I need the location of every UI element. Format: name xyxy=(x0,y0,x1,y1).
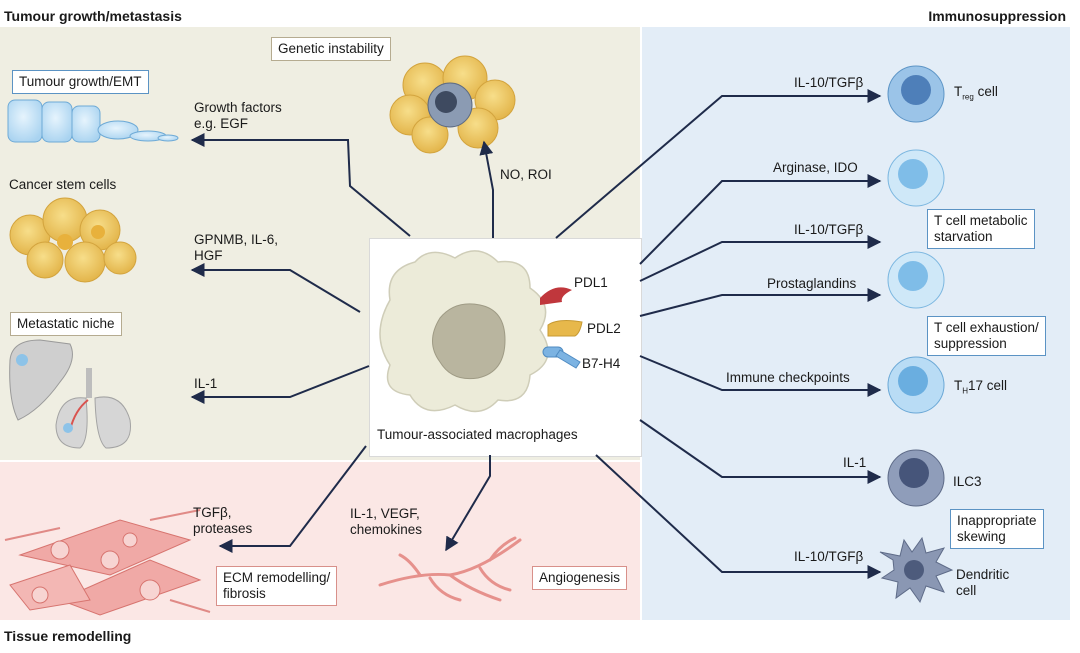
signal-checkpoints: Immune checkpoints xyxy=(726,370,850,385)
th17-cell xyxy=(887,356,945,414)
arrow-checkpoints xyxy=(639,355,882,397)
blood-vessels xyxy=(378,536,522,602)
ecm-box: ECM remodelling/fibrosis xyxy=(216,566,338,606)
dendritic-cell xyxy=(879,536,954,604)
tumour-growth-emt-box: Tumour growth/EMT xyxy=(12,70,149,94)
ilc3-label: ILC3 xyxy=(953,474,982,489)
macrophage-cell xyxy=(379,250,583,413)
il1-vegf-label: IL-1, VEGF,chemokines xyxy=(350,506,423,537)
arrow-dendritic xyxy=(595,454,882,579)
cancer-stem-cells xyxy=(9,197,137,283)
marker-pdl2: PDL2 xyxy=(587,321,621,336)
signal-il10-1: IL-10/TGFβ xyxy=(794,75,864,90)
gpnmb-label: GPNMB, IL-6,HGF xyxy=(194,232,279,263)
signal-prostaglandins: Prostaglandins xyxy=(767,276,857,291)
arrow-il1-right xyxy=(639,419,882,484)
fibroblast-cells xyxy=(4,509,211,616)
arrow-tgfb xyxy=(218,445,367,553)
marker-pdl1: PDL1 xyxy=(574,275,608,290)
metastatic-niche-box: Metastatic niche xyxy=(10,312,122,336)
marker-b7h4: B7-H4 xyxy=(582,356,621,371)
arrow-no-roi xyxy=(479,140,494,238)
signal-arginase: Arginase, IDO xyxy=(773,160,858,175)
section-title-tumour: Tumour growth/metastasis xyxy=(4,8,182,24)
signal-il1-right: IL-1 xyxy=(843,455,867,470)
th17-label: TH17 cell xyxy=(954,378,1008,396)
arrow-arginase xyxy=(639,174,882,265)
arrow-gpnmb xyxy=(190,263,361,313)
arrow-il1-left xyxy=(190,365,370,404)
signal-il10-2: IL-10/TGFβ xyxy=(794,222,864,237)
t-cell-1 xyxy=(887,149,945,207)
treg-label: Treg cell xyxy=(954,84,998,102)
arrow-il10-mid xyxy=(639,235,882,282)
genetic-instability-box: Genetic instability xyxy=(271,37,391,61)
treg-cell xyxy=(887,65,945,123)
tgfb-label: TGFβ,proteases xyxy=(193,505,253,536)
exhaustion-box: T cell exhaustion/suppression xyxy=(927,316,1046,356)
arrow-prostaglandins xyxy=(639,288,882,317)
angiogenesis-box: Angiogenesis xyxy=(532,566,628,590)
section-title-immuno: Immunosuppression xyxy=(928,8,1066,24)
section-title-tissue: Tissue remodelling xyxy=(4,628,132,644)
il1-left-label: IL-1 xyxy=(194,376,218,391)
arrow-growth-factors xyxy=(190,133,411,237)
arrow-treg xyxy=(555,89,882,239)
no-roi-label: NO, ROI xyxy=(500,167,552,182)
cancer-stem-cells-label: Cancer stem cells xyxy=(9,177,117,192)
genetic-instability-cells xyxy=(389,55,516,154)
emt-cells xyxy=(7,99,179,143)
signal-il10-3: IL-10/TGFβ xyxy=(794,549,864,564)
ilc3-cell xyxy=(887,449,945,507)
metastatic-niche-organs xyxy=(9,339,131,449)
t-cell-2 xyxy=(887,251,945,309)
center-label: Tumour-associated macrophages xyxy=(377,427,578,442)
arrow-il1-vegf xyxy=(445,455,491,552)
